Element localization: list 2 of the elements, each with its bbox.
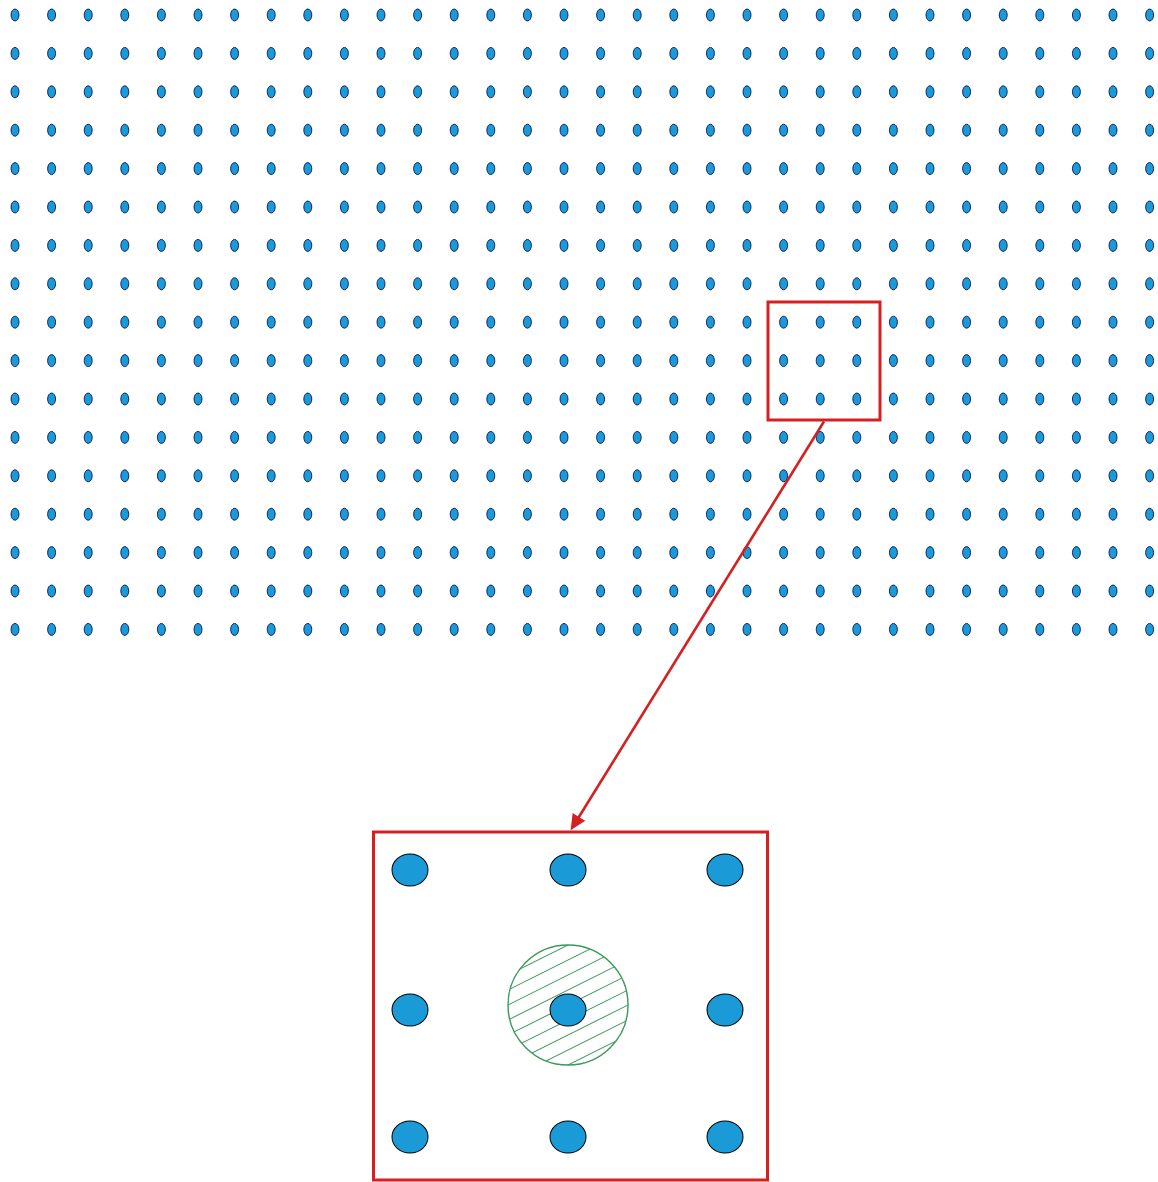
zoom-box	[372, 830, 769, 1182]
zoom-box	[766, 300, 882, 422]
